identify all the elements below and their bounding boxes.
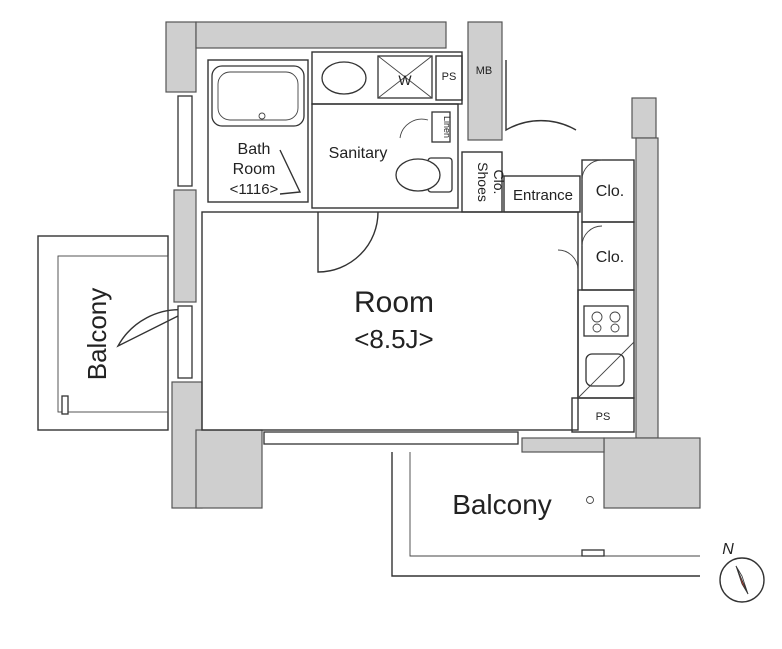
entrance-door: [505, 60, 577, 132]
compass-needle-south: [735, 565, 749, 595]
kitchen-diagonal: [577, 341, 635, 399]
left-sliding-window: [177, 305, 193, 379]
ps-bottom-outline: [571, 397, 635, 433]
wall-bottom-right-block: [603, 437, 701, 509]
wall-left-mid: [173, 189, 197, 303]
room-size-label: <8.5J>: [354, 324, 434, 354]
closet-2-door-arc-b: [557, 249, 579, 271]
room-labels: Room <8.5J> Bath Room <1116> Sanitary Sh…: [82, 65, 624, 520]
linen-label: Linen: [442, 116, 452, 138]
ps-top-outline: [435, 55, 463, 101]
closet-2-label: Clo.: [596, 249, 624, 266]
mb-label: MB: [476, 65, 493, 77]
wall-bottom-mid: [521, 437, 605, 453]
washer-diagonal-2: [377, 55, 433, 99]
balcony-bottom-drain: [581, 549, 605, 557]
bathtub-drain: [258, 112, 266, 120]
bath-door: [279, 149, 302, 195]
linen-cabinet: [431, 111, 451, 143]
ps-top-label: PS: [442, 71, 457, 83]
room-label: Room: [354, 286, 434, 319]
ps-bottom-label: PS: [596, 411, 611, 423]
balcony-left-label: Balcony: [82, 288, 112, 381]
north-label: N: [722, 541, 734, 558]
washer-label: W: [398, 72, 412, 88]
room-door: [317, 211, 379, 273]
closet-1-door-arc: [581, 159, 603, 181]
compass: N: [719, 541, 765, 603]
wall-right: [635, 137, 659, 439]
stove: [583, 305, 629, 337]
bathtub-inner: [217, 71, 299, 121]
fixtures: [211, 55, 635, 399]
wall-mb-column: [467, 21, 503, 141]
doors: [116, 60, 577, 348]
main-room-outline: [201, 211, 579, 431]
entrance-outline: [503, 175, 581, 213]
burner-4: [610, 323, 620, 333]
balcony-door: [116, 308, 187, 348]
balcony-left-inner: [57, 255, 169, 413]
interior-lines: [201, 51, 635, 433]
bath-size-label: <1116>: [230, 181, 279, 198]
balconies: [37, 235, 700, 577]
kitchen-sink: [585, 353, 625, 387]
burner-3: [592, 323, 602, 333]
bath-label-line2: Room: [233, 161, 276, 178]
burner-1: [591, 311, 603, 323]
walls: [165, 21, 701, 509]
bathtub: [211, 65, 305, 127]
bottom-sliding-window: [263, 431, 519, 445]
wall-bottom-left-block: [195, 429, 263, 509]
closet-1-label: Clo.: [596, 183, 624, 200]
shoes-label-line1: Shoes: [475, 162, 491, 202]
balcony-bottom-outer: [391, 452, 700, 577]
burner-2: [609, 311, 621, 323]
balcony-bottom-fixture: [586, 496, 594, 504]
wall-top: [195, 21, 447, 49]
windows: [177, 95, 519, 445]
bath-label-line1: Bath: [238, 141, 271, 158]
bath-window: [177, 95, 193, 187]
bath-room-outline: [207, 59, 309, 203]
wall-left-upper: [165, 21, 197, 93]
shoes-label-line2: Clo.: [491, 170, 507, 195]
shoes-closet-outline: [461, 151, 503, 213]
entrance-label: Entrance: [513, 187, 573, 204]
toilet-bowl: [395, 158, 441, 192]
balcony-left-drain: [61, 395, 69, 415]
wall-right-top: [631, 97, 657, 139]
sanitary-label: Sanitary: [329, 145, 388, 162]
closet-2-door-arc: [581, 225, 603, 247]
balcony-bottom-label: Balcony: [452, 489, 552, 520]
sanitary-door-arc: [399, 118, 429, 139]
washbasin: [321, 61, 367, 95]
